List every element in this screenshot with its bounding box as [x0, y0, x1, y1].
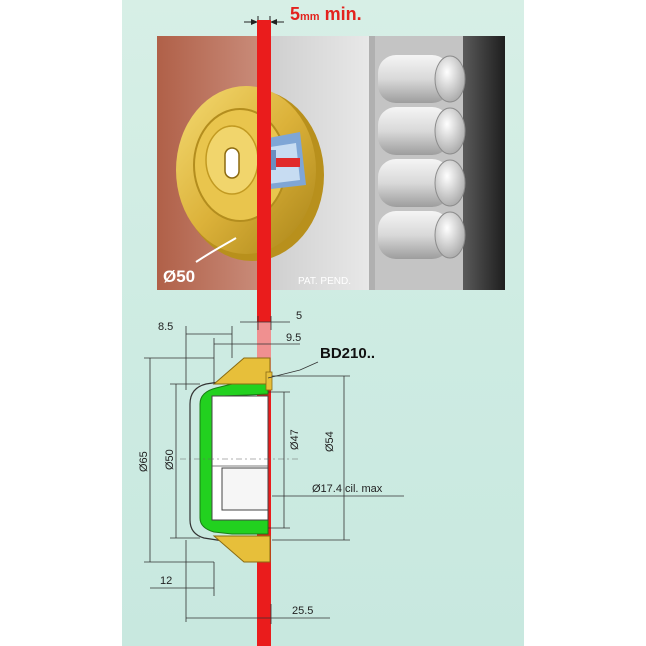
- brass-wedge-bottom: [212, 535, 271, 563]
- dim-9-5: 9.5: [286, 332, 301, 344]
- keyhole: [224, 147, 240, 179]
- cylinder-cam: [221, 467, 269, 511]
- model-label: BD210..: [320, 345, 375, 362]
- lock-bolts: [378, 55, 466, 259]
- dim-25-5: 25.5: [292, 605, 313, 617]
- patent-pending-label: PAT. PEND.: [298, 276, 351, 287]
- dim-12: 12: [160, 575, 172, 587]
- diameter-pointer: [195, 237, 237, 263]
- photo-diameter-label: Ø50: [163, 267, 195, 286]
- technical-drawing: 8.5 5 9.5 BD210.. Ø65 Ø50 Ø47 Ø54 Ø: [138, 310, 404, 624]
- dim-47: Ø47: [289, 429, 301, 450]
- bolt: [378, 159, 466, 207]
- dim-8-5: 8.5: [158, 321, 173, 333]
- brass-wedge-top: [212, 357, 271, 385]
- dim-5: 5: [296, 310, 302, 322]
- gap-label: 5mm min.: [290, 4, 362, 24]
- photo-panel: Ø50 PAT. PEND.: [157, 36, 505, 290]
- bolt: [378, 211, 466, 259]
- dim-50: Ø50: [164, 449, 176, 470]
- frame-edge: [463, 36, 505, 290]
- dim-17-4: Ø17.4 cil. max: [312, 483, 383, 495]
- dim-65: Ø65: [138, 451, 150, 472]
- bolt: [378, 107, 466, 155]
- dim-54: Ø54: [324, 431, 336, 452]
- bolt: [378, 55, 466, 103]
